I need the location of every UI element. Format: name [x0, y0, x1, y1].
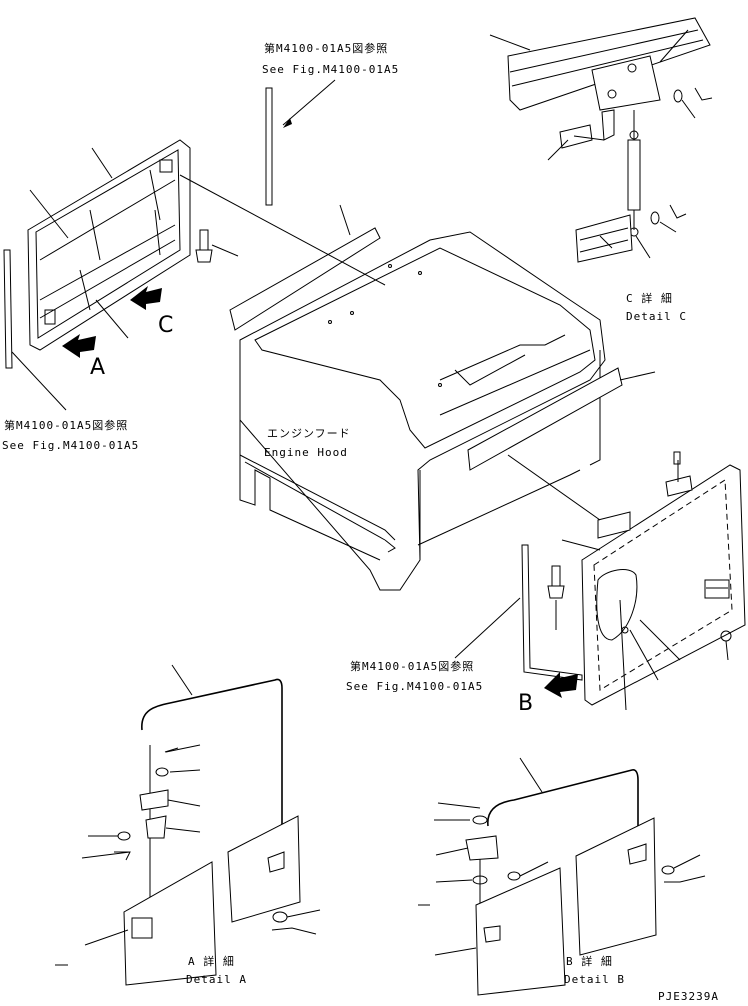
- arrow-b-label: B: [518, 691, 533, 716]
- label-detail-b: B 詳 細 Detail B: [564, 954, 625, 986]
- arrow-a: [62, 334, 96, 358]
- arrow-c-label: C: [158, 313, 173, 338]
- engine-hood: [239, 231, 606, 591]
- see-fig-left-jp: 第M4100-01A5図参照: [4, 418, 128, 432]
- engine-hood-jp: エンジンフード: [267, 427, 351, 440]
- label-engine-hood: エンジンフード Engine Hood: [264, 427, 351, 459]
- left-door-panel: [27, 139, 191, 351]
- detail-c-en: Detail C: [626, 310, 687, 323]
- left-door-bolt: [195, 229, 239, 263]
- right-seal-frame: [454, 544, 583, 681]
- see-fig-mid-en: See Fig.M4100-01A5: [346, 680, 483, 693]
- see-fig-left-en: See Fig.M4100-01A5: [2, 439, 139, 452]
- top-seal-strip: [265, 79, 336, 206]
- detail-b: [418, 757, 706, 996]
- detail-a: [55, 664, 321, 986]
- detail-c: [489, 17, 713, 263]
- right-door-panel: [507, 451, 746, 711]
- label-detail-a: A 詳 細 Detail A: [186, 954, 247, 986]
- arrow-c: [130, 286, 162, 310]
- arrow-a-label: A: [90, 355, 105, 380]
- see-fig-top-en: See Fig.M4100-01A5: [262, 63, 399, 76]
- label-see-fig-left: 第M4100-01A5図参照 See Fig.M4100-01A5: [2, 418, 139, 452]
- label-see-fig-mid: 第M4100-01A5図参照 See Fig.M4100-01A5: [346, 659, 483, 693]
- detail-a-jp: A 詳 細: [188, 954, 235, 968]
- seal-strip-right: [467, 367, 656, 471]
- see-fig-mid-jp: 第M4100-01A5図参照: [350, 659, 474, 673]
- left-seal-strip: [3, 249, 67, 411]
- right-door-bolt: [547, 565, 565, 630]
- label-see-fig-top: 第M4100-01A5図参照 See Fig.M4100-01A5: [262, 41, 399, 76]
- see-fig-top-jp: 第M4100-01A5図参照: [264, 41, 388, 55]
- detail-c-jp: C 詳 細: [626, 291, 673, 305]
- detail-b-en: Detail B: [564, 973, 625, 986]
- engine-hood-en: Engine Hood: [264, 446, 348, 459]
- label-detail-c: C 詳 細 Detail C: [626, 291, 687, 323]
- drawing-code: PJE3239A: [658, 990, 719, 1003]
- seal-strip-left: [229, 204, 381, 331]
- detail-b-jp: B 詳 細: [566, 954, 613, 968]
- detail-a-en: Detail A: [186, 973, 247, 986]
